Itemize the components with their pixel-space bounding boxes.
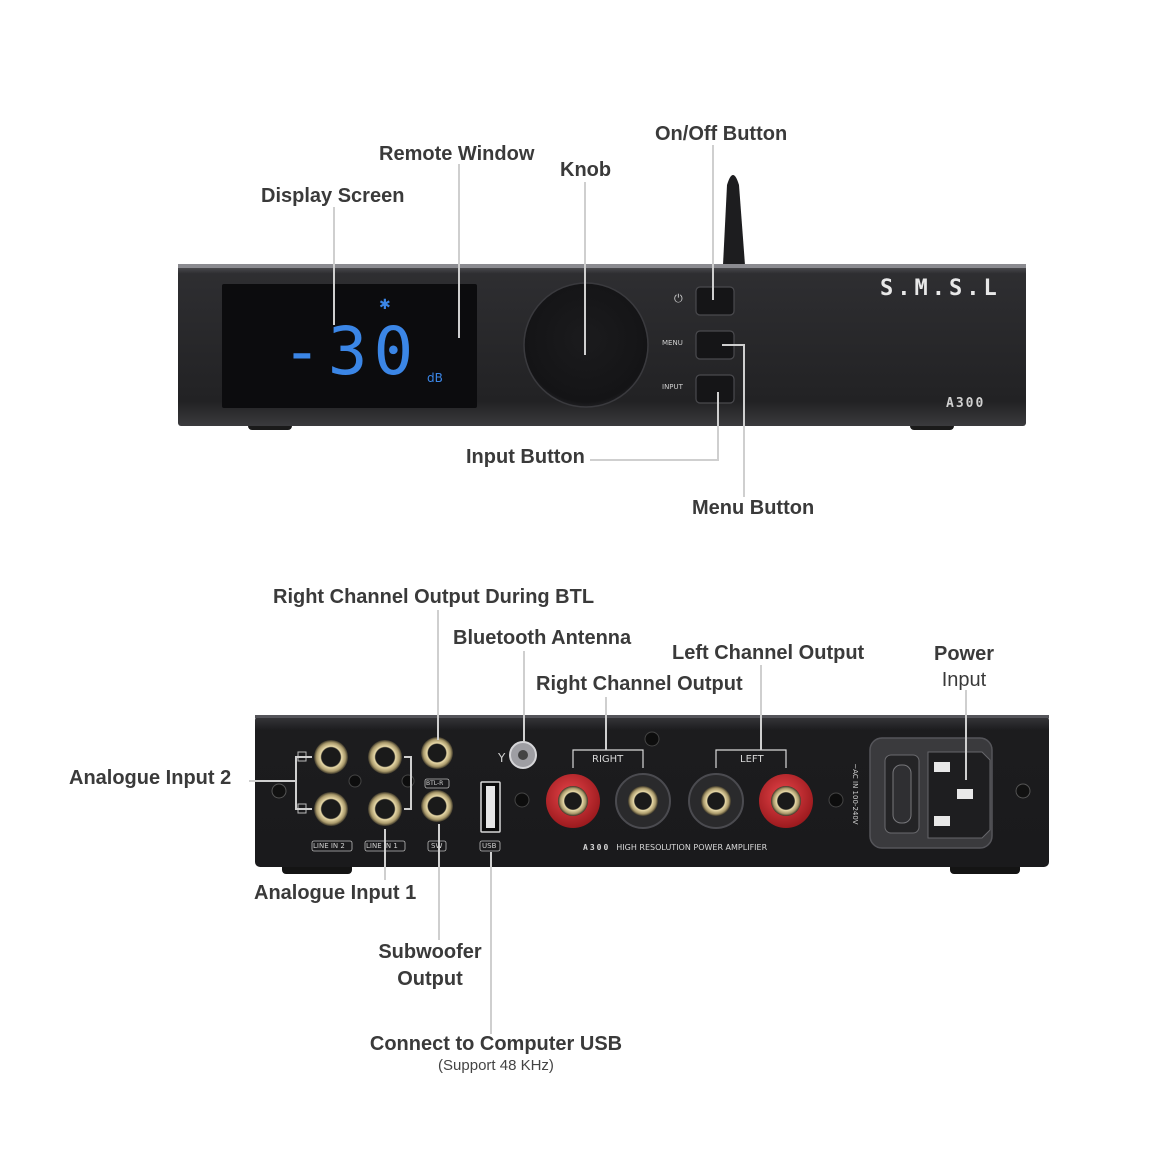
label-right-channel-btl: Right Channel Output During BTL: [273, 586, 595, 608]
label-right-channel-output: Right Channel Output: [536, 673, 743, 695]
screw-icon: [514, 792, 530, 808]
ac-input-label: ~AC IN 100-240V: [851, 763, 859, 825]
front-panel: [178, 175, 1026, 430]
display-value: -30: [282, 313, 420, 390]
power-button[interactable]: [695, 286, 735, 316]
terminal-group-left: LEFT: [740, 754, 764, 765]
rca-jack-line-in-2-bottom[interactable]: [314, 792, 348, 826]
label-display-screen: Display Screen: [261, 185, 405, 207]
leader-input: [590, 392, 719, 461]
label-power-title: Power: [933, 643, 995, 665]
rca-jack-btl-r[interactable]: [421, 737, 453, 769]
screw-icon: [401, 774, 415, 788]
display-screen: [222, 284, 477, 408]
rear-panel: Y: [255, 715, 1049, 874]
power-symbol-icon: ⏻: [674, 292, 683, 305]
antenna: [723, 175, 745, 265]
jack-label-sw: SW: [431, 842, 443, 850]
rca-jack-line-in-1-bottom[interactable]: [368, 792, 402, 826]
input-button-label: INPUT: [662, 383, 683, 391]
display-unit: dB: [427, 371, 443, 385]
screw-icon: [348, 774, 362, 788]
leader-analogue-2-bracket: [295, 756, 312, 810]
label-menu-button: Menu Button: [692, 497, 815, 519]
model-logo: A300: [946, 396, 986, 411]
screw-icon: [271, 783, 287, 799]
leader-analogue-1-bracket: [404, 756, 412, 810]
leader-menu: [722, 344, 745, 497]
label-power-input: Power Input: [926, 641, 1002, 693]
leader-lines: [249, 145, 967, 1034]
label-knob: Knob: [560, 159, 612, 181]
menu-button-label: MENU: [662, 339, 683, 347]
label-bluetooth-antenna: Bluetooth Antenna: [453, 627, 632, 649]
bluetooth-icon: ✱: [379, 297, 391, 313]
rca-jack-sw[interactable]: [421, 790, 453, 822]
rear-model-text: A300 HIGH RESOLUTION POWER AMPLIFIER: [583, 843, 767, 852]
input-button[interactable]: [695, 374, 735, 404]
label-power-sub: Input: [941, 669, 987, 691]
label-input-button: Input Button: [466, 446, 585, 468]
label-analogue-input-2: Analogue Input 2: [69, 767, 232, 789]
rca-jack-line-in-1-top[interactable]: [368, 740, 402, 774]
jack-label-btl-r: BTL-R: [426, 780, 444, 787]
brand-logo: S.M.S.L: [880, 276, 1001, 301]
jack-label-line-in-1: LINE IN 1: [366, 842, 398, 850]
label-usb: Connect to Computer USB (Support 48 KHz): [356, 1033, 636, 1074]
label-usb-title: Connect to Computer USB: [369, 1033, 623, 1055]
screw-icon: [644, 731, 660, 747]
label-subwoofer-line1: Subwoofer: [378, 941, 482, 963]
jack-label-line-in-2: LINE IN 2: [313, 842, 345, 850]
label-analogue-input-1: Analogue Input 1: [254, 882, 417, 904]
screw-icon: [1015, 783, 1031, 799]
rca-jack-line-in-2-top[interactable]: [314, 740, 348, 774]
jack-label-usb: USB: [482, 842, 497, 850]
label-usb-sub: (Support 48 KHz): [438, 1057, 554, 1074]
label-remote-window: Remote Window: [379, 143, 535, 165]
antenna-icon: Y: [497, 751, 506, 765]
label-onoff-button: On/Off Button: [655, 123, 788, 145]
screw-icon: [828, 792, 844, 808]
terminal-group-right: RIGHT: [592, 754, 624, 765]
rear-model-logo: A300: [583, 843, 611, 852]
label-left-channel-output: Left Channel Output: [672, 642, 865, 664]
rear-model-line: HIGH RESOLUTION POWER AMPLIFIER: [616, 843, 768, 852]
label-subwoofer-output: Subwoofer Output: [370, 939, 490, 993]
label-subwoofer-line2: Output: [397, 968, 463, 990]
